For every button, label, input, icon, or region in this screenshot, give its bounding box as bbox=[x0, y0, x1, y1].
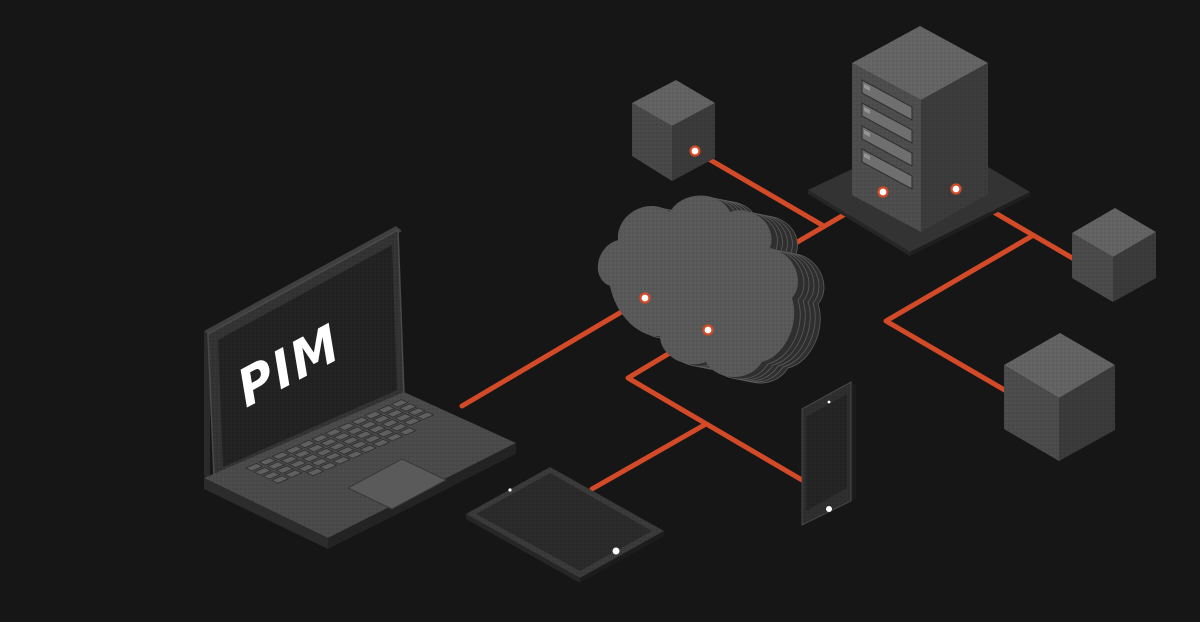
smartphone-icon bbox=[801, 381, 856, 526]
cube-icon bbox=[1072, 208, 1156, 302]
port-server-right bbox=[950, 183, 962, 195]
keyboard-key bbox=[315, 448, 334, 457]
keyboard-key bbox=[371, 438, 391, 448]
keyboard-key bbox=[359, 420, 378, 430]
laptop-trackpad bbox=[346, 458, 448, 510]
keyboard-key bbox=[416, 411, 435, 420]
keyboard-key bbox=[372, 414, 391, 424]
port-server-left bbox=[877, 186, 889, 198]
port-cube-top bbox=[689, 145, 701, 157]
keyboard-key bbox=[367, 424, 387, 434]
keyboard-key bbox=[389, 423, 409, 432]
keyboard-key bbox=[306, 443, 325, 453]
keyboard-key bbox=[323, 452, 343, 461]
keyboard-key bbox=[297, 439, 317, 449]
keyboard-key bbox=[319, 462, 338, 471]
keyboard-key bbox=[284, 445, 304, 454]
keyboard-key bbox=[337, 422, 356, 431]
keyboard-key bbox=[350, 440, 369, 449]
keyboard-key bbox=[328, 442, 347, 451]
line-branch-cube-right-lower bbox=[883, 233, 1035, 395]
keyboard-key bbox=[345, 450, 364, 459]
keyboard-key bbox=[275, 465, 294, 474]
laptop-keyboard bbox=[245, 399, 435, 484]
port-cloud-bottom bbox=[702, 324, 714, 336]
keyboard-key bbox=[262, 471, 281, 480]
line-laptop-cloud bbox=[459, 295, 648, 409]
keyboard-key bbox=[266, 461, 286, 470]
keyboard-key bbox=[280, 455, 299, 464]
keyboard-key bbox=[245, 463, 264, 472]
keyboard-key bbox=[341, 436, 360, 445]
keyboard-key bbox=[332, 432, 352, 441]
keyboard-key bbox=[258, 457, 277, 466]
cloud-icon bbox=[597, 195, 825, 384]
keyboard-key bbox=[311, 434, 330, 443]
keyboard-key bbox=[293, 449, 312, 459]
keyboard-key bbox=[377, 405, 396, 414]
keyboard-key bbox=[363, 410, 383, 420]
keyboard-key bbox=[358, 444, 378, 453]
server-tower-icon bbox=[808, 26, 1030, 256]
tablet-icon bbox=[466, 467, 664, 583]
keyboard-key bbox=[301, 453, 321, 463]
cube-icon bbox=[1004, 333, 1115, 461]
cube-icon bbox=[632, 80, 715, 181]
keyboard-key bbox=[398, 427, 417, 436]
tablet bbox=[466, 467, 664, 583]
keyboard-key bbox=[354, 430, 374, 439]
keyboard-key bbox=[270, 475, 290, 484]
keyboard-key bbox=[402, 417, 422, 426]
keyboard-key bbox=[332, 456, 351, 465]
keyboard-key bbox=[324, 428, 343, 437]
cube-right-lower bbox=[1004, 333, 1115, 461]
keyboard-key bbox=[305, 467, 325, 477]
laptop: PIM bbox=[204, 226, 516, 549]
keyboard-key bbox=[284, 469, 303, 478]
keyboard-key bbox=[319, 438, 339, 447]
server-drive-bays bbox=[861, 79, 913, 190]
keyboard-key bbox=[381, 419, 400, 428]
keyboard-key bbox=[288, 459, 308, 468]
keyboard-key bbox=[297, 463, 316, 473]
keyboard-key bbox=[390, 399, 409, 408]
keyboard-key bbox=[398, 403, 418, 412]
line-tablet-branch bbox=[589, 421, 709, 492]
keyboard-key bbox=[363, 434, 382, 444]
keyboard-key bbox=[253, 467, 273, 476]
cube-top bbox=[632, 80, 715, 181]
keyboard-key bbox=[346, 426, 365, 435]
keyboard-key bbox=[336, 446, 356, 455]
laptop-icon bbox=[204, 226, 516, 549]
keyboard-key bbox=[350, 416, 370, 425]
keyboard-key bbox=[394, 413, 413, 422]
connection-ports bbox=[639, 145, 962, 336]
keyboard-key bbox=[407, 407, 426, 416]
port-cloud-left bbox=[639, 292, 651, 304]
keyboard-key bbox=[385, 409, 405, 418]
server bbox=[808, 26, 1030, 256]
smartphone-home-button bbox=[826, 506, 832, 512]
keyboard-key bbox=[310, 457, 329, 467]
cloud bbox=[597, 195, 825, 384]
smartphone bbox=[801, 381, 856, 526]
keyboard-key bbox=[376, 428, 395, 438]
tablet-home-button bbox=[612, 547, 620, 555]
line-cube-top-server bbox=[692, 148, 825, 228]
keyboard-key bbox=[385, 433, 404, 442]
keyboard-key bbox=[271, 451, 290, 460]
cube-right-upper bbox=[1072, 208, 1156, 302]
